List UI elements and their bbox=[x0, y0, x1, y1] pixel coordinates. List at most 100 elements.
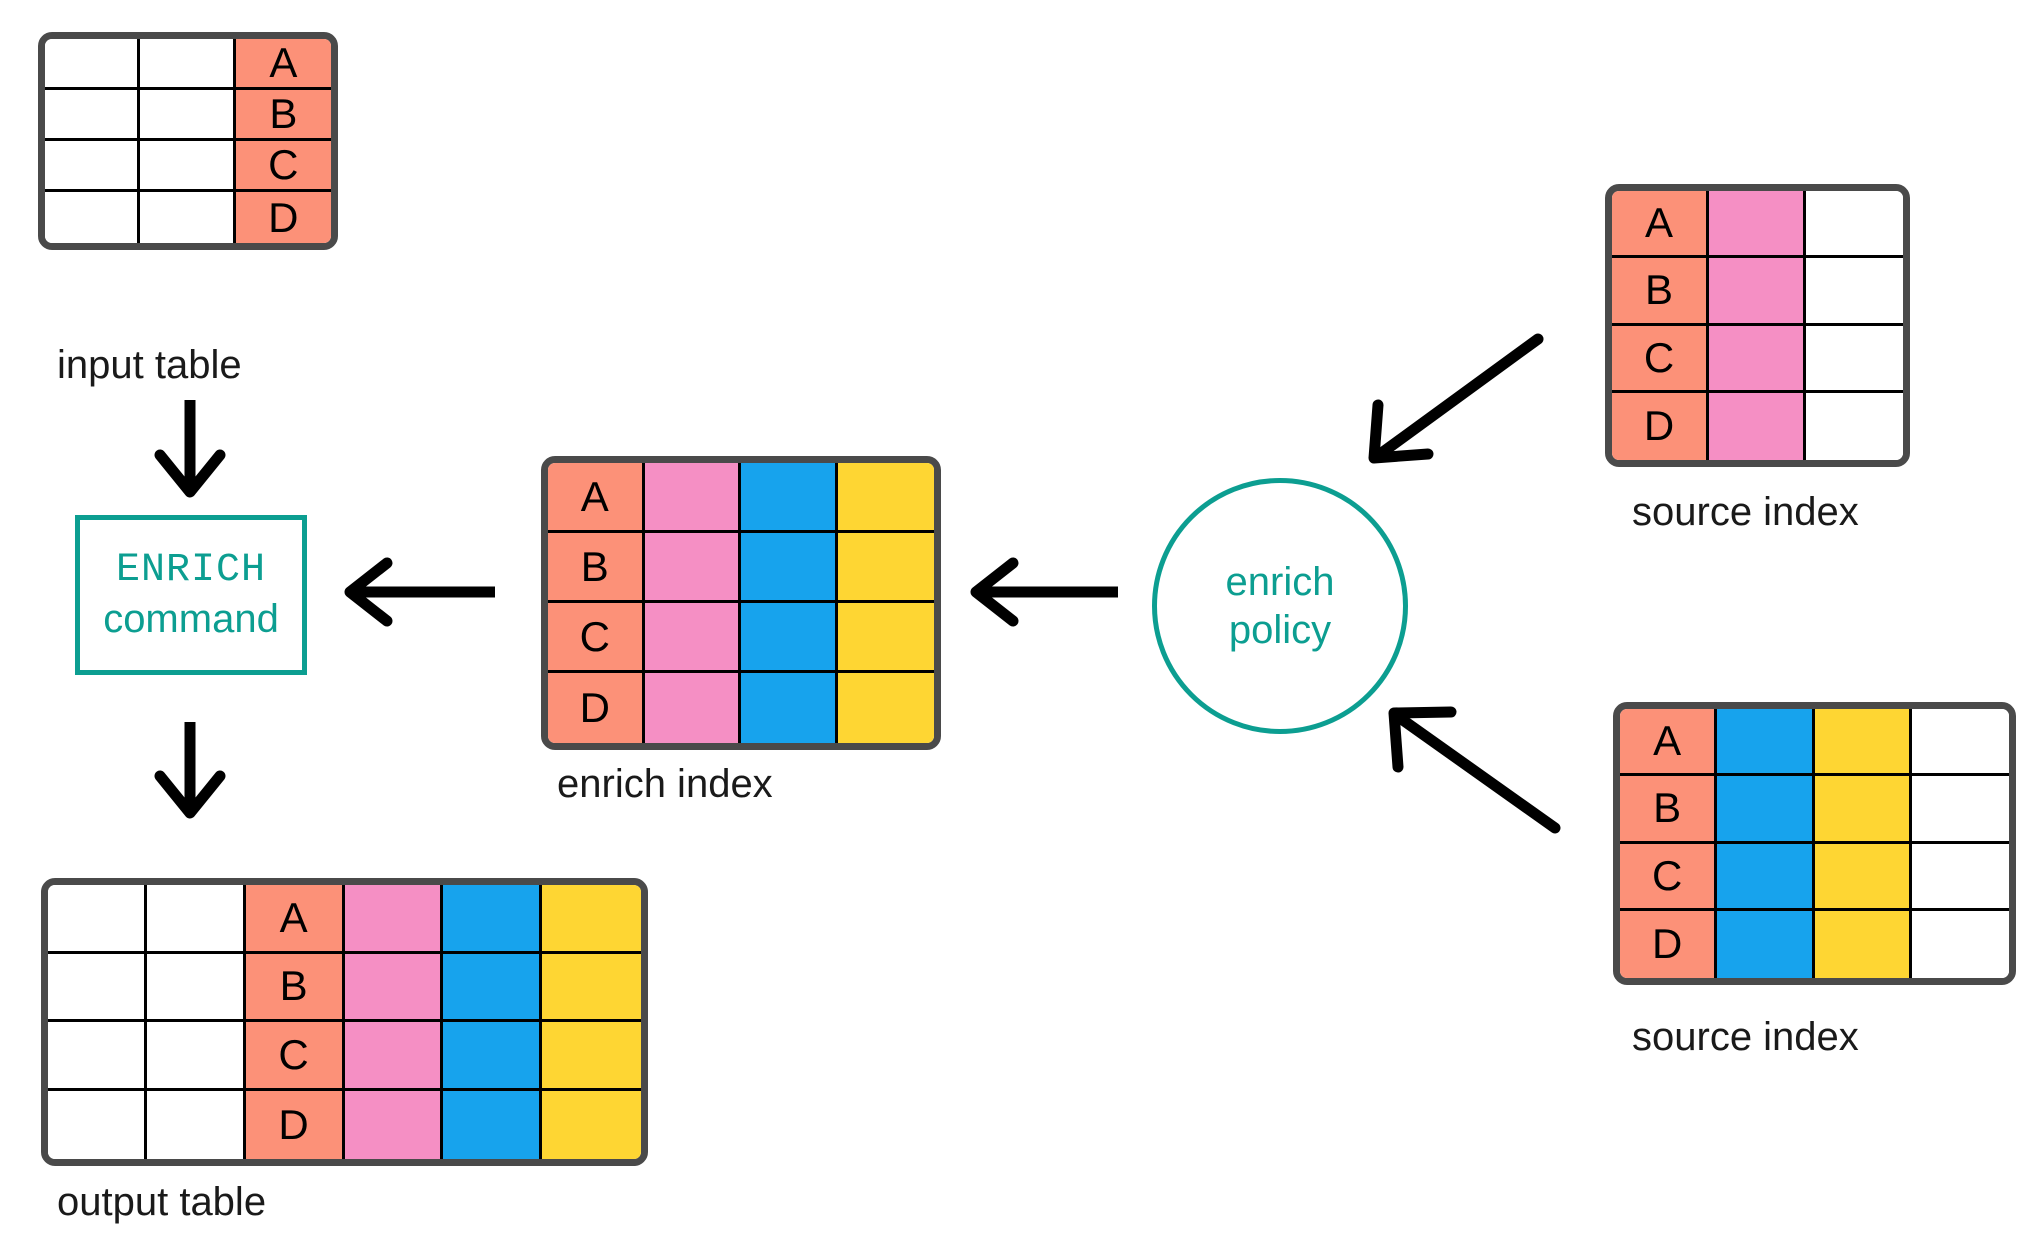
table-cell-key-D: D bbox=[235, 192, 331, 243]
table-cell-key-B: B bbox=[1612, 258, 1709, 326]
table-cell bbox=[542, 1022, 641, 1091]
table-cell bbox=[741, 463, 838, 533]
table-cell bbox=[644, 463, 741, 533]
table-cell bbox=[1814, 776, 1912, 844]
enrich-index-caption: enrich index bbox=[557, 762, 773, 806]
enrich-command-keyword: ENRICH bbox=[115, 548, 267, 593]
enrich-command-box[interactable]: ENRICH command bbox=[75, 515, 307, 675]
table-cell bbox=[1717, 776, 1815, 844]
table-cell bbox=[344, 885, 444, 954]
table-cell bbox=[146, 885, 246, 954]
table-cell bbox=[1911, 709, 2009, 777]
table-cell-key-B: B bbox=[548, 533, 645, 603]
table-cell bbox=[45, 90, 141, 141]
table-cell bbox=[542, 885, 641, 954]
table-cell-key-B: B bbox=[245, 953, 345, 1022]
arrow-input-to-command-icon bbox=[154, 400, 226, 498]
table-cell bbox=[741, 603, 838, 673]
enrich-policy-line1: enrich bbox=[1225, 560, 1335, 604]
enrich-policy-node[interactable]: enrich policy bbox=[1152, 478, 1408, 734]
table-cell bbox=[1814, 843, 1912, 911]
table-cell-key-A: A bbox=[1612, 191, 1709, 259]
table-cell bbox=[1814, 709, 1912, 777]
table-cell bbox=[837, 533, 934, 603]
table-cell bbox=[542, 1090, 641, 1159]
table-cell bbox=[344, 953, 444, 1022]
table-cell bbox=[1911, 843, 2009, 911]
table-cell-key-D: D bbox=[1612, 392, 1709, 460]
table-cell-key-B: B bbox=[235, 90, 331, 141]
source-index-top-caption: source index bbox=[1632, 490, 1859, 534]
arrow-command-to-output-icon bbox=[154, 722, 226, 819]
table-cell-key-D: D bbox=[1620, 910, 1718, 978]
enrich-policy-line2: policy bbox=[1228, 608, 1332, 652]
table-cell bbox=[1709, 191, 1806, 259]
table-cell bbox=[344, 1090, 444, 1159]
arrow-enrich-index-to-command-icon bbox=[344, 557, 495, 627]
table-cell bbox=[1814, 910, 1912, 978]
table-cell bbox=[1806, 258, 1903, 326]
table-cell bbox=[1717, 910, 1815, 978]
table-cell bbox=[1709, 325, 1806, 393]
table-cell-key-C: C bbox=[235, 141, 331, 192]
table-cell-key-A: A bbox=[548, 463, 645, 533]
source-index-bottom-caption: source index bbox=[1632, 1015, 1859, 1059]
table-cell bbox=[48, 1022, 147, 1091]
table-cell bbox=[146, 1090, 246, 1159]
table-cell-key-A: A bbox=[245, 885, 345, 954]
table-cell bbox=[45, 141, 141, 192]
table-cell-key-C: C bbox=[245, 1022, 345, 1091]
table-cell bbox=[443, 953, 543, 1022]
table-cell-key-A: A bbox=[1620, 709, 1718, 777]
table-cell bbox=[443, 885, 543, 954]
table-cell bbox=[443, 1090, 543, 1159]
table-cell bbox=[140, 192, 236, 243]
table-cell bbox=[140, 141, 236, 192]
enrich-command-label: command bbox=[103, 597, 279, 641]
table-cell bbox=[48, 885, 147, 954]
table-cell bbox=[45, 192, 141, 243]
arrow-source-bottom-to-policy-icon bbox=[1388, 706, 1561, 834]
table-cell-key-C: C bbox=[1612, 325, 1709, 393]
table-cell-key-A: A bbox=[235, 39, 331, 90]
table-cell-key-C: C bbox=[1620, 843, 1718, 911]
table-cell bbox=[644, 673, 741, 743]
table-cell bbox=[146, 953, 246, 1022]
table-cell bbox=[1806, 392, 1903, 460]
table-cell bbox=[443, 1022, 543, 1091]
output-table-caption: output table bbox=[57, 1180, 267, 1224]
table-cell bbox=[1806, 191, 1903, 259]
table-cell bbox=[1709, 258, 1806, 326]
table-cell bbox=[837, 673, 934, 743]
table-cell bbox=[1911, 910, 2009, 978]
table-cell-key-C: C bbox=[548, 603, 645, 673]
table-cell bbox=[741, 673, 838, 743]
table-cell bbox=[1911, 776, 2009, 844]
table-cell-key-D: D bbox=[245, 1090, 345, 1159]
arrow-policy-to-enrich-index-icon bbox=[970, 557, 1118, 627]
table-cell bbox=[837, 463, 934, 533]
table-cell bbox=[48, 1090, 147, 1159]
table-cell bbox=[344, 1022, 444, 1091]
input-table-caption: input table bbox=[57, 343, 242, 387]
table-cell bbox=[542, 953, 641, 1022]
table-cell bbox=[1717, 709, 1815, 777]
arrow-source-top-to-policy-icon bbox=[1368, 333, 1544, 464]
table-cell bbox=[146, 1022, 246, 1091]
table-cell bbox=[644, 533, 741, 603]
table-cell bbox=[140, 90, 236, 141]
table-cell bbox=[1806, 325, 1903, 393]
table-cell bbox=[48, 953, 147, 1022]
table-cell bbox=[45, 39, 141, 90]
table-cell-key-D: D bbox=[548, 673, 645, 743]
table-cell bbox=[644, 603, 741, 673]
table-cell bbox=[837, 603, 934, 673]
table-cell bbox=[741, 533, 838, 603]
table-cell-key-B: B bbox=[1620, 776, 1718, 844]
